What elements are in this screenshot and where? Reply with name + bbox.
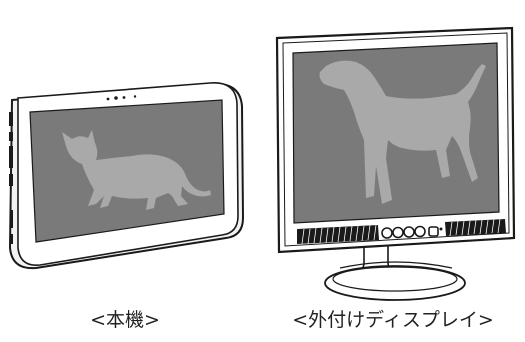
cat-silhouette-icon	[62, 130, 211, 210]
dog-silhouette-icon	[319, 60, 486, 204]
external-display-caption: <外付けディスプレイ>	[292, 309, 494, 331]
monitor-control-buttons	[381, 225, 439, 239]
external-monitor	[275, 26, 516, 301]
device-caption: <本機>	[90, 309, 160, 331]
monitor-base	[324, 265, 466, 301]
tablet-device	[8, 82, 245, 270]
tablet-camera-icon	[106, 97, 110, 101]
